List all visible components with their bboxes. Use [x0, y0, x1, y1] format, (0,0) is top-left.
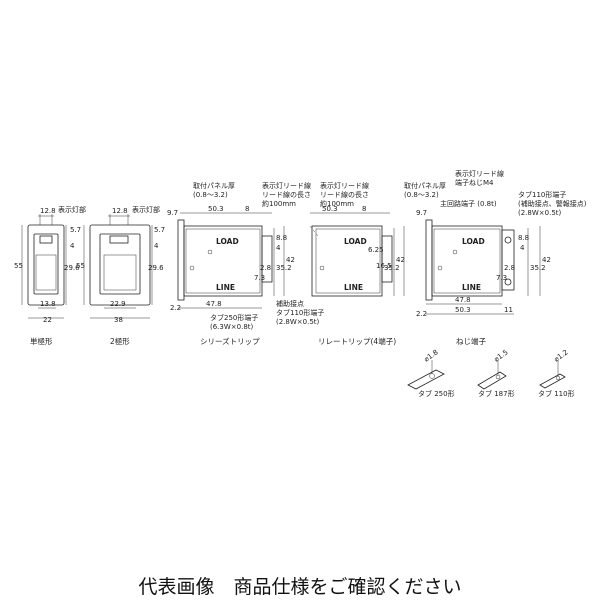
series-dim-a: 9.7: [167, 209, 178, 217]
screw-screw-label: 端子ねじM4: [455, 178, 494, 187]
series-aux-label: 補助接点: [276, 299, 304, 308]
series-tab-spec: (6.3W×0.8t): [210, 323, 254, 331]
screw-panel-label: 取付パネル厚: [404, 181, 446, 190]
tab-187-dia: ⌀1.5: [493, 348, 510, 363]
single-dim-bottom: 13.8: [40, 300, 56, 308]
screw-dim-j: 50.3: [455, 306, 471, 314]
screw-dim-h: 2.2: [416, 310, 427, 318]
double-indicator-label: 表示灯部: [132, 205, 160, 214]
double-dim-width: 38: [114, 316, 123, 324]
series-lead-label1: 表示灯リード線: [262, 181, 311, 190]
series-title: シリーズトリップ: [200, 336, 260, 346]
relay-dim-c: 6.25: [368, 246, 384, 254]
series-dim-d: 8.8: [276, 234, 287, 242]
screw-dim-e: 42: [542, 256, 551, 264]
tab-250-label: タブ 250形: [418, 389, 455, 398]
side-view-relay-trip: 表示灯リード線 リード線の長さ 約100mm 50.3 8 LOAD LINE …: [309, 181, 405, 346]
screw-tab-spec: (2.8W×0.5t): [518, 209, 562, 217]
tab-110-label: タブ 110形: [538, 389, 575, 398]
series-dim-g: 42: [286, 256, 295, 264]
screw-dim-i: 47.8: [455, 296, 471, 304]
series-aux-tab: タブ110形端子: [276, 308, 324, 317]
series-line: LINE: [216, 283, 235, 292]
double-title: 2極形: [110, 336, 130, 346]
screw-dim-b: 8.8: [518, 234, 529, 242]
front-view-double: 12.8 表示灯部 5.7 4 29.6 55 22.9 38 2極形: [76, 205, 165, 346]
front-view-single: 12.8 表示灯部 5.7 4 29.6 55 13.8 22 単極形: [14, 205, 86, 346]
screw-main-label: 主回路端子 (0.8t): [440, 199, 497, 208]
tab-110-dia: ⌀1.2: [553, 348, 570, 363]
tab-detail-187: ⌀1.5 タブ 187形: [477, 348, 515, 398]
screw-dim-a: 9.7: [416, 209, 427, 217]
screw-dim-g: 7.3: [496, 274, 507, 282]
series-aux-spec: (2.8W×0.5t): [276, 318, 320, 326]
series-tab-label: タブ250形端子: [210, 313, 258, 322]
series-dim-b: 50.3: [208, 205, 224, 213]
double-dim-h1: 5.7: [154, 226, 165, 234]
double-dim-bottom: 22.9: [110, 300, 126, 308]
relay-dim-b: 8: [362, 205, 366, 213]
screw-dim-d: 35.2: [530, 264, 546, 272]
series-dim-k: 47.8: [206, 300, 222, 308]
screw-panel-range: (0.8～3.2): [404, 191, 439, 199]
screw-dim-k: 11: [504, 306, 513, 314]
relay-title: リレートリップ(4端子): [318, 336, 396, 346]
tab-187-label: タブ 187形: [478, 389, 515, 398]
representative-image-caption: 代表画像 商品仕様をご確認ください: [138, 576, 462, 598]
relay-line: LINE: [344, 283, 363, 292]
single-dim-inner: 29.6: [64, 264, 80, 272]
series-load: LOAD: [216, 237, 239, 246]
series-dim-j: 2.2: [170, 304, 181, 312]
series-dim-i: 7.3: [254, 274, 265, 282]
double-dim-inner: 29.6: [148, 264, 164, 272]
series-panel-label: 取付パネル厚: [193, 181, 235, 190]
relay-lead-label1: 表示灯リード線: [320, 181, 369, 190]
relay-lead-label2: リード線の長さ: [320, 190, 369, 199]
double-dim-top: 12.8: [112, 207, 128, 215]
screw-line: LINE: [462, 283, 481, 292]
relay-dim-a: 50.3: [322, 205, 338, 213]
side-view-series-trip: 取付パネル厚 (0.8～3.2) 表示灯リード線 リード線の長さ 約100mm …: [167, 181, 324, 346]
screw-tab-label: タブ110形端子: [518, 190, 566, 199]
side-view-screw-terminal: 取付パネル厚 (0.8～3.2) 表示灯リード線 端子ねじM4 主回路端子 (0…: [404, 169, 587, 346]
series-panel-range: (0.8～3.2): [193, 191, 228, 199]
screw-dim-f: 2.8: [504, 264, 515, 272]
series-dim-e: 4: [276, 244, 281, 252]
single-indicator-label: 表示灯部: [58, 205, 86, 214]
series-dim-c: 8: [245, 205, 249, 213]
relay-lead-label3: 約100mm: [320, 199, 354, 208]
double-dim-h2: 4: [154, 242, 159, 250]
single-title: 単極形: [30, 336, 53, 346]
screw-load: LOAD: [462, 237, 485, 246]
series-dim-h: 2.8: [260, 264, 271, 272]
screw-tab-note: (補助接点、警報接点): [518, 199, 587, 208]
series-lead-label3: 約100mm: [262, 199, 296, 208]
relay-dim-d: 16.5: [376, 262, 392, 270]
single-dim-top: 12.8: [40, 207, 56, 215]
series-lead-label2: リード線の長さ: [262, 190, 311, 199]
relay-dim-f: 42: [396, 256, 405, 264]
double-dim-height: 55: [76, 262, 85, 270]
single-dim-height: 55: [14, 262, 23, 270]
single-dim-h1: 5.7: [70, 226, 81, 234]
single-dim-h2: 4: [70, 242, 75, 250]
series-dim-f: 35.2: [276, 264, 292, 272]
relay-load: LOAD: [344, 237, 367, 246]
tab-detail-250: ⌀1.8 タブ 250形: [407, 348, 455, 398]
single-dim-width: 22: [43, 316, 52, 324]
screw-dim-c: 4: [520, 244, 525, 252]
tab-250-dia: ⌀1.8: [423, 348, 440, 363]
relay-dim-e: 35.2: [384, 264, 400, 272]
screw-lead-label: 表示灯リード線: [455, 169, 504, 178]
screw-title: ねじ端子: [456, 336, 486, 346]
tab-detail-110: ⌀1.2 タブ 110形: [538, 348, 575, 398]
